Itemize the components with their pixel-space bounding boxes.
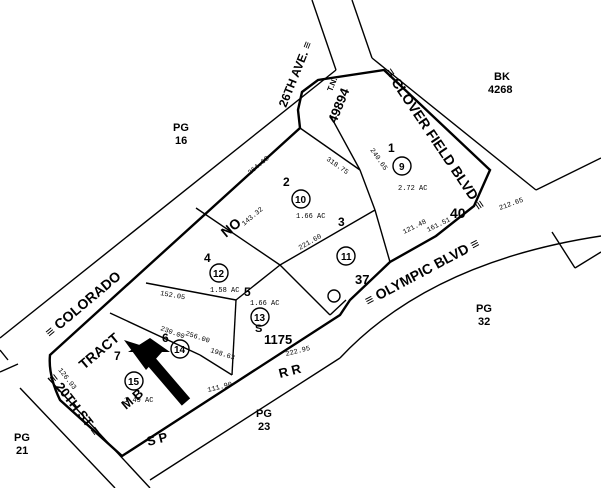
page-ref-pg23: PG 23 — [256, 408, 272, 433]
svg-text:14: 14 — [174, 345, 186, 356]
svg-text:PG: PG — [476, 303, 492, 315]
lot-4: 4 12 1.58 AC — [204, 251, 239, 295]
svg-text:1.66 AC: 1.66 AC — [296, 213, 325, 221]
dimension-label: 143.32 — [241, 206, 265, 228]
dimension-label: 256.00 — [184, 330, 210, 345]
dimension-label: 240.65 — [368, 147, 389, 172]
lot-3: 3 11 — [338, 215, 352, 263]
tract-no-label: NO — [218, 214, 244, 240]
svg-text:6: 6 — [162, 331, 169, 345]
corner-number: 40 — [450, 205, 466, 221]
tract-mb-ref-sub: 37 — [355, 272, 369, 287]
svg-text:7: 7 — [114, 349, 121, 363]
svg-text:10: 10 — [295, 195, 307, 206]
street-20th: ≡ 20TH ST ≡ — [46, 371, 104, 439]
page-ref-pg21: PG 21 — [14, 432, 30, 457]
svg-text:BK: BK — [494, 71, 510, 83]
railroad-sp: S P — [145, 429, 169, 449]
page-ref-pg16: PG 16 — [173, 122, 189, 147]
svg-text:21: 21 — [16, 445, 28, 457]
railroad-rr: R R — [277, 361, 303, 381]
svg-text:1.66 AC: 1.66 AC — [250, 300, 279, 308]
dimension-label: 212.65 — [498, 197, 524, 213]
parcel-circles — [124, 156, 412, 391]
lot-1: 1 9 2.72 AC — [388, 141, 427, 193]
svg-text:2.72 AC: 2.72 AC — [398, 185, 427, 193]
page-ref-bk4268: BK 4268 — [488, 71, 512, 96]
page-ref-pg32: PG 32 — [476, 303, 492, 328]
svg-text:32: 32 — [478, 316, 490, 328]
lot-5: 5 13 1.66 AC — [244, 285, 279, 324]
street-26th-ave: 26TH AVE. ≡ — [276, 39, 315, 109]
lot-2: 2 10 1.66 AC — [283, 175, 325, 221]
svg-text:4: 4 — [204, 251, 211, 265]
svg-text:1: 1 — [388, 141, 395, 155]
north-arrow — [124, 338, 191, 406]
lot-lines — [109, 114, 391, 376]
tract-s-label: S — [255, 323, 262, 335]
svg-text:PG: PG — [256, 408, 272, 420]
svg-text:15: 15 — [128, 377, 140, 388]
svg-text:12: 12 — [213, 269, 225, 280]
svg-text:4268: 4268 — [488, 84, 512, 96]
tract-mb-ref: 1175 — [264, 332, 292, 347]
svg-text:16: 16 — [175, 135, 187, 147]
dimension-label: 152.05 — [159, 290, 185, 302]
tract-boundary — [48, 68, 492, 458]
dimension-label: 264.68 — [247, 155, 271, 177]
svg-text:1.49 AC: 1.49 AC — [124, 397, 153, 405]
svg-text:2: 2 — [283, 175, 290, 189]
svg-text:1.58 AC: 1.58 AC — [210, 287, 239, 295]
dimension-label: 198.63 — [209, 347, 235, 362]
svg-text:13: 13 — [254, 313, 266, 324]
dimension-labels: 264.68 318.75 143.32 221.60 152.05 230.0… — [56, 147, 525, 395]
lot-7: 7 15 1.49 AC — [114, 349, 153, 405]
dimension-label: 121.48 — [402, 218, 428, 236]
svg-text:11: 11 — [341, 252, 352, 263]
svg-text:23: 23 — [258, 421, 270, 433]
svg-text:9: 9 — [399, 162, 405, 173]
svg-text:PG: PG — [173, 122, 189, 134]
dimension-label: 318.75 — [324, 156, 349, 177]
svg-text:PG: PG — [14, 432, 30, 444]
svg-text:3: 3 — [338, 215, 345, 229]
lot-6: 6 14 — [162, 331, 186, 356]
svg-text:5: 5 — [244, 285, 251, 299]
